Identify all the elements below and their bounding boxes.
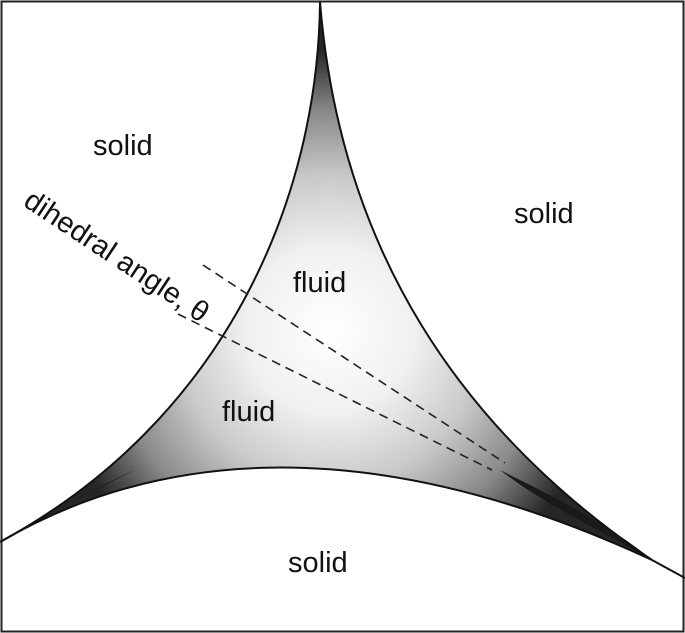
- dihedral-tangent-lower: [177, 313, 493, 471]
- fluid-wedge-right: [500, 470, 652, 560]
- grain-boundary-left: [0, 1, 321, 543]
- label-solid-top-left: solid: [93, 130, 153, 162]
- label-fluid-upper: fluid: [293, 267, 346, 299]
- label-solid-bottom: solid: [288, 547, 348, 579]
- grain-boundary-bottom: [0, 466, 653, 561]
- label-fluid-lower: fluid: [222, 396, 275, 428]
- label-dihedral-angle: dihedral angle, θ: [18, 184, 214, 329]
- fluid-pocket: [0, 2, 652, 560]
- dihedral-tangent-upper: [202, 264, 506, 464]
- grain-boundary-right: [319, 1, 653, 561]
- grain-boundary-right-exit: [651, 559, 685, 579]
- label-solid-right: solid: [514, 198, 574, 230]
